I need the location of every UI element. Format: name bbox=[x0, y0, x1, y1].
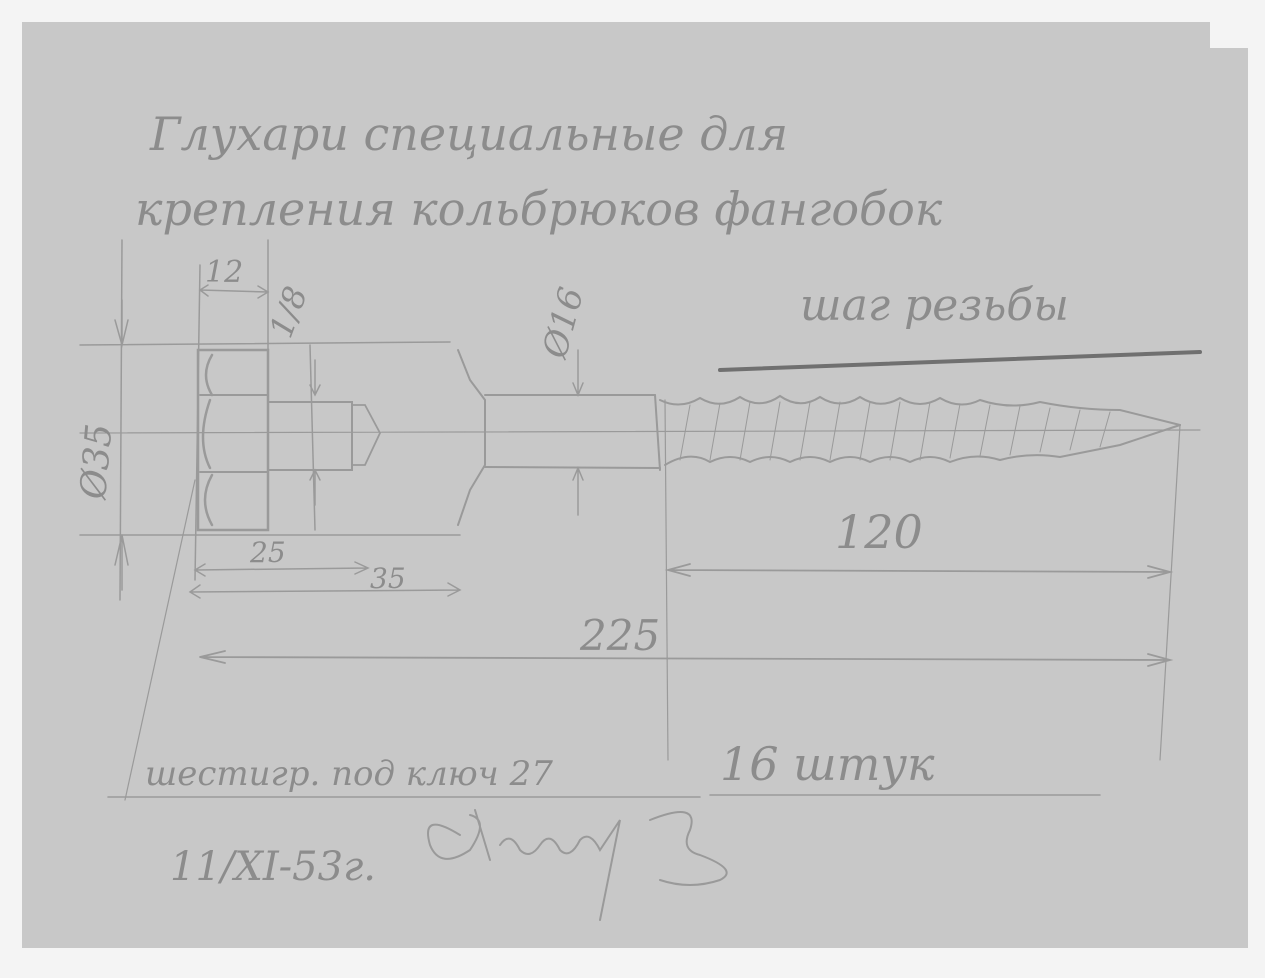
dim-shank-diameter: Ø16 bbox=[535, 283, 592, 516]
collar bbox=[267, 344, 382, 531]
svg-text:35: 35 bbox=[370, 562, 406, 595]
svg-text:Ø35: Ø35 bbox=[73, 422, 120, 502]
svg-text:12: 12 bbox=[205, 255, 243, 290]
title-line-1: Глухари специальные для bbox=[149, 107, 788, 161]
quantity-note: 16 штук bbox=[720, 737, 935, 791]
svg-text:225: 225 bbox=[579, 611, 660, 660]
material-note: шестигр. под ключ 27 bbox=[145, 754, 553, 794]
threaded-section bbox=[659, 394, 1181, 466]
dim-head-lengths: 25 35 bbox=[188, 536, 462, 599]
svg-text:1/8: 1/8 bbox=[262, 281, 315, 342]
dim-total-length: 225 bbox=[199, 611, 1174, 667]
svg-text:Ø16: Ø16 bbox=[535, 283, 592, 363]
paper-torn-corner bbox=[1210, 0, 1265, 48]
svg-text:120: 120 bbox=[835, 505, 923, 559]
dim-head-height: 12 bbox=[198, 255, 270, 299]
paper-sheet bbox=[22, 22, 1248, 948]
shank bbox=[484, 394, 661, 471]
title-line-2: крепления кольбрюков фангобок bbox=[135, 182, 943, 236]
washer-profile bbox=[457, 349, 486, 526]
thread-note: шаг резьбы bbox=[800, 280, 1069, 331]
dim-head-diameter: Ø35 bbox=[73, 299, 129, 591]
thread-note-underline bbox=[718, 350, 1202, 372]
date-note: 11/XI-53г. bbox=[170, 844, 376, 890]
hex-head bbox=[196, 348, 270, 532]
signature bbox=[427, 809, 728, 921]
svg-text:25: 25 bbox=[249, 536, 286, 569]
dim-thread-length: 120 bbox=[664, 505, 1174, 579]
